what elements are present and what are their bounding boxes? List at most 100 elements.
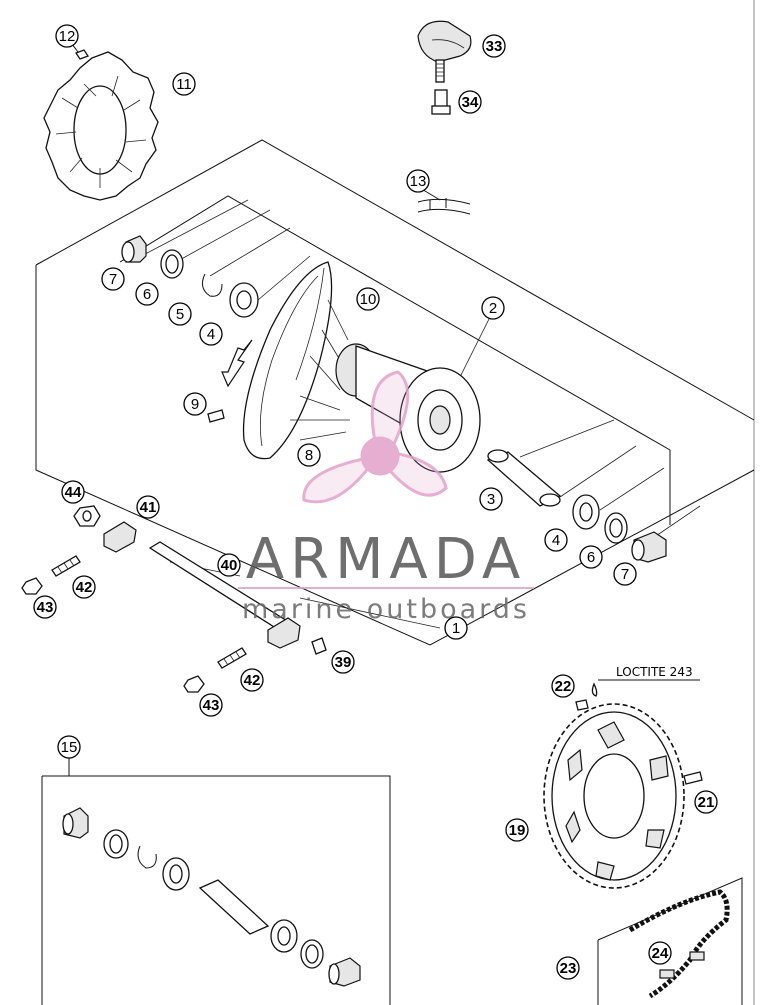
spacer-tube: [486, 449, 562, 507]
callout-circle: [240, 668, 264, 692]
callout-number: 2: [489, 300, 497, 317]
callout-circle: [199, 322, 223, 346]
callout-layer: 1211333413765410298344414674042431394243…: [33, 24, 718, 980]
loctite-label: LOCTITE 243: [616, 665, 693, 679]
callout-39: 39: [331, 650, 355, 674]
callout-number: 1: [452, 620, 460, 637]
callout-circle: [579, 545, 603, 569]
callout-number: 3: [487, 491, 495, 508]
callout-4: 4: [199, 322, 223, 346]
callout-19: 19: [505, 818, 529, 842]
callout-22: 22: [551, 674, 575, 698]
callout-circle: [505, 818, 529, 842]
callout-15: 15: [57, 735, 81, 759]
callout-circle: [217, 553, 241, 577]
callout-number: 11: [176, 76, 192, 93]
callout-7: 7: [613, 562, 637, 586]
chain-adjuster-lower: [267, 617, 301, 649]
callout-number: 13: [410, 173, 427, 190]
callout-9: 9: [183, 392, 207, 416]
valve-nut: [431, 89, 451, 115]
callout-43: 43: [199, 693, 223, 717]
armada-propeller-logo: [302, 370, 448, 504]
callout-number: 44: [65, 484, 82, 501]
adjuster-screw-upper: [51, 555, 81, 577]
callout-number: 43: [37, 599, 54, 616]
brake-disc: [43, 51, 159, 201]
callout-number: 12: [59, 28, 76, 45]
callout-5: 5: [168, 302, 192, 326]
callout-circle: [57, 735, 81, 759]
callout-circle: [479, 487, 503, 511]
callout-2: 2: [481, 296, 505, 320]
callout-circle: [135, 282, 159, 306]
callout-34: 34: [458, 90, 482, 114]
rim-valve: [207, 409, 225, 423]
callout-number: 43: [203, 697, 220, 714]
chain-adjuster-upper: [103, 521, 137, 553]
adjuster-nut-upper: [21, 577, 43, 595]
callout-6: 6: [579, 545, 603, 569]
watermark-subtitle: marine outboards: [242, 594, 530, 625]
callout-33: 33: [482, 34, 506, 58]
drive-chain: [628, 889, 730, 999]
callout-circle: [406, 169, 430, 193]
callout-number: 33: [486, 38, 503, 55]
loctite-drop: [591, 682, 598, 697]
bearing-right: [572, 494, 600, 530]
callout-circle: [199, 693, 223, 717]
direction-arrow: [221, 339, 253, 388]
chain-links: [659, 951, 705, 979]
watermark-title: ARMADA: [246, 527, 526, 592]
disc-bolt: [75, 49, 89, 60]
callout-number: 7: [109, 271, 117, 288]
callout-4: 4: [544, 528, 568, 552]
callout-44: 44: [61, 480, 85, 504]
callout-circle: [356, 287, 380, 311]
callout-number: 41: [140, 499, 157, 516]
callout-12: 12: [55, 24, 79, 48]
callout-circle: [482, 34, 506, 58]
callout-circle: [61, 480, 85, 504]
callout-number: 22: [555, 678, 572, 695]
adjuster-screw-lower: [217, 647, 247, 669]
chain-box: [597, 877, 743, 1005]
callout-circle: [544, 528, 568, 552]
callout-circle: [297, 443, 321, 467]
sprocket-nut: [575, 699, 589, 711]
callout-43: 43: [33, 595, 57, 619]
seal-left: [160, 249, 184, 279]
callout-circle: [331, 650, 355, 674]
callout-circle: [136, 495, 160, 519]
circlip-left: [201, 273, 223, 297]
callout-number: 34: [462, 94, 479, 111]
callout-number: 19: [509, 822, 526, 839]
callout-number: 4: [552, 532, 560, 549]
callout-23: 23: [556, 956, 580, 980]
kit-parts: [62, 807, 361, 987]
callout-42: 42: [72, 575, 96, 599]
callout-circle: [694, 790, 718, 814]
sprocket-bolt: [683, 771, 703, 785]
callout-10: 10: [356, 287, 380, 311]
callout-42: 42: [240, 668, 264, 692]
callout-number: 15: [61, 739, 78, 756]
callout-number: 24: [652, 945, 669, 962]
callout-circle: [183, 392, 207, 416]
callout-40: 40: [217, 553, 241, 577]
callout-number: 10: [360, 291, 377, 308]
callout-number: 7: [621, 566, 629, 583]
cap-bolt: [435, 59, 445, 83]
callout-number: 4: [207, 326, 215, 343]
callout-circle: [613, 562, 637, 586]
callout-number: 21: [698, 794, 715, 811]
callout-circle: [168, 302, 192, 326]
kit-box: [41, 775, 391, 1005]
callout-number: 42: [76, 579, 93, 596]
wheel-hub: [290, 299, 481, 473]
callout-circle: [101, 267, 125, 291]
axle-nut-upper: [73, 505, 101, 527]
callout-circle: [551, 674, 575, 698]
callout-1: 1: [444, 616, 468, 640]
callout-circle: [458, 90, 482, 114]
